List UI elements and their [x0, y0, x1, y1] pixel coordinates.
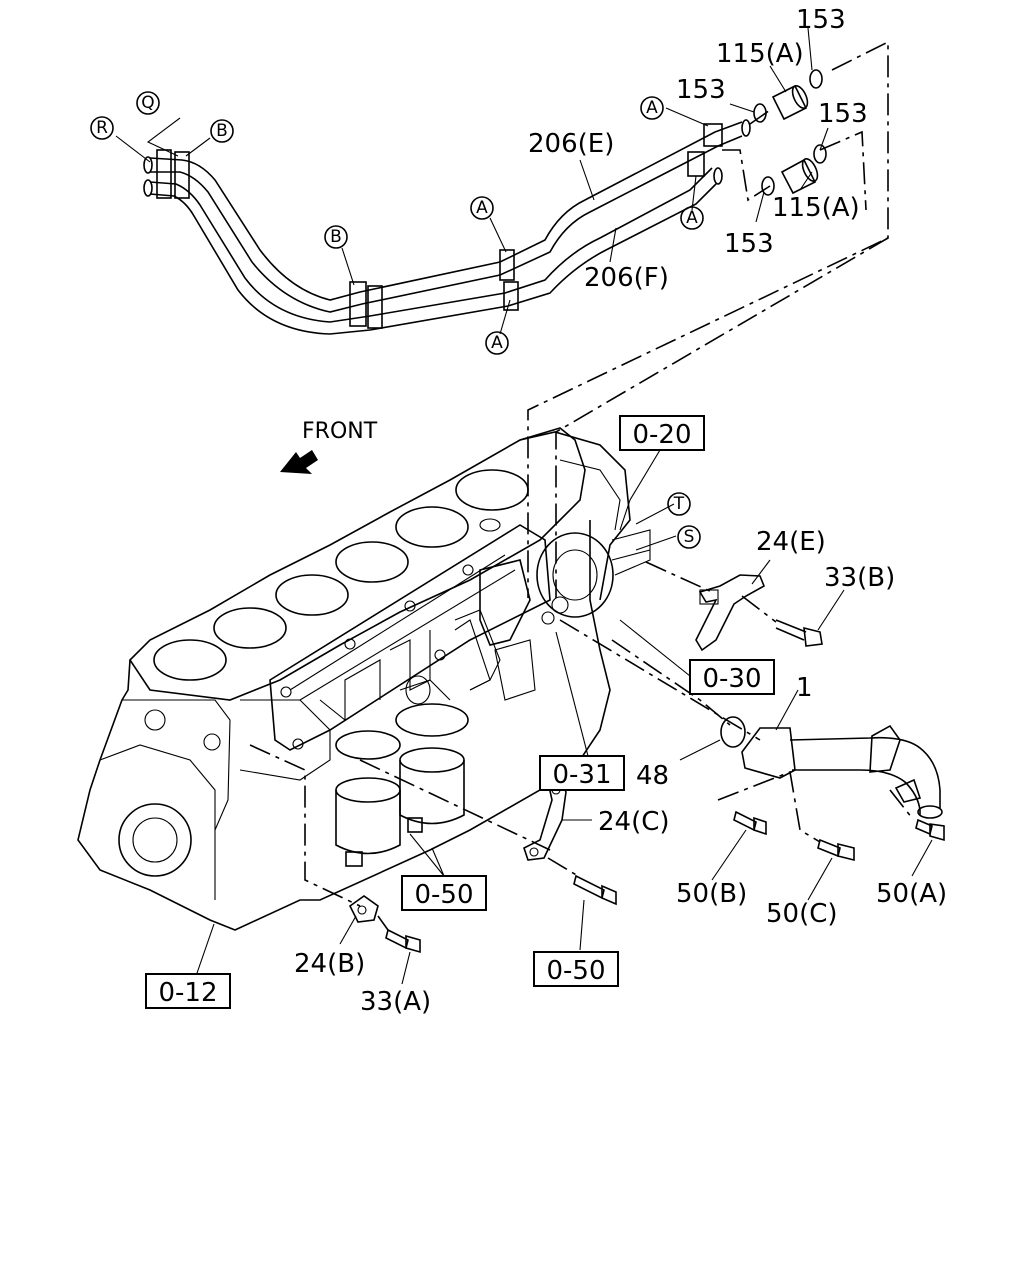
- bolt-33a: [385, 928, 421, 954]
- hose-clip-153: [761, 144, 827, 196]
- callout-153: 153: [724, 229, 774, 259]
- svg-text:A: A: [686, 208, 698, 228]
- callout-115a: 115(A): [716, 39, 804, 69]
- svg-text:0-20: 0-20: [632, 420, 691, 450]
- svg-text:B: B: [330, 227, 342, 247]
- svg-text:0-31: 0-31: [552, 760, 611, 790]
- callout-153: 153: [676, 75, 726, 105]
- callout-24b: 24(B): [294, 949, 365, 979]
- circle-marker-r: R: [90, 116, 114, 140]
- callout-33a: 33(A): [360, 987, 431, 1017]
- oil-pipe-assembly: [143, 40, 889, 598]
- callout-50a: 50(A): [876, 879, 947, 909]
- svg-text:A: A: [646, 98, 658, 118]
- svg-text:S: S: [684, 527, 695, 547]
- callout-48: 48: [636, 761, 669, 791]
- callout-153: 153: [796, 5, 846, 35]
- circle-marker-t: T: [667, 492, 691, 516]
- hose-115a-upper: [771, 84, 809, 121]
- callout-50b: 50(B): [676, 879, 747, 909]
- circle-marker-a2: A: [470, 196, 494, 220]
- oil-pipe-1: [741, 724, 943, 819]
- pipe-clamp: [349, 281, 383, 329]
- svg-text:B: B: [216, 121, 228, 141]
- ref-box-0-30: 0-30: [689, 659, 775, 695]
- callout-206e: 206(E): [528, 129, 614, 159]
- svg-text:0-30: 0-30: [702, 664, 761, 694]
- svg-text:0-50: 0-50: [546, 956, 605, 986]
- bolt-50c: [817, 838, 855, 862]
- bolt-0-50: [573, 874, 617, 906]
- callout-115a: 115(A): [772, 193, 860, 223]
- ref-box-0-50: 0-50: [533, 951, 619, 987]
- callout-33b: 33(B): [824, 563, 895, 593]
- circle-marker-a4: A: [485, 331, 509, 355]
- circle-marker-a1: A: [640, 96, 664, 120]
- svg-text:R: R: [96, 118, 108, 138]
- callout-1: 1: [796, 673, 813, 703]
- ref-box-0-50: 0-50: [401, 875, 487, 911]
- bolt-50a: [915, 818, 945, 842]
- circle-marker-b2: B: [324, 225, 348, 249]
- circle-marker-s: S: [677, 525, 701, 549]
- leader-lines: [115, 27, 933, 985]
- circle-marker-q: Q: [136, 91, 160, 115]
- callout-50c: 50(C): [766, 899, 838, 929]
- engine-block: [77, 427, 651, 931]
- callout-206f: 206(F): [584, 263, 669, 293]
- oil-filter-left: [335, 730, 401, 867]
- pipe-clamp: [499, 249, 519, 311]
- bolt-50b: [733, 810, 767, 836]
- svg-text:0-12: 0-12: [158, 978, 217, 1008]
- bolt-33b: [775, 619, 823, 647]
- callout-153: 153: [818, 99, 868, 129]
- svg-text:0-50: 0-50: [414, 880, 473, 910]
- hose-115a-lower: [780, 158, 819, 195]
- front-label: FRONT: [302, 419, 378, 444]
- callout-24e: 24(E): [756, 527, 826, 557]
- bracket-24b: [348, 895, 379, 923]
- ref-box-0-12: 0-12: [145, 973, 231, 1009]
- circle-marker-a3: A: [680, 206, 704, 230]
- callout-24c: 24(C): [598, 807, 670, 837]
- ref-box-0-20: 0-20: [619, 415, 705, 451]
- circle-marker-b1: B: [210, 119, 234, 143]
- o-ring-48: [720, 716, 746, 748]
- svg-text:A: A: [476, 198, 488, 218]
- ref-box-0-31: 0-31: [539, 755, 625, 791]
- svg-text:A: A: [491, 333, 503, 353]
- bracket-24e: [695, 574, 766, 652]
- svg-text:T: T: [673, 494, 685, 514]
- front-arrow: [280, 450, 318, 474]
- oil-filter-right: [395, 703, 469, 833]
- svg-text:Q: Q: [141, 93, 154, 113]
